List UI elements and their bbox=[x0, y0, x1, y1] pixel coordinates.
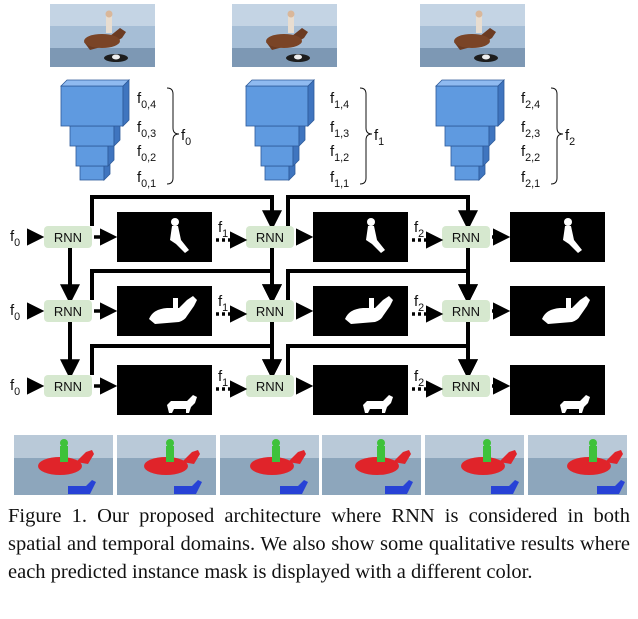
rnn-box bbox=[442, 375, 490, 397]
rnn-label: RNN bbox=[54, 379, 82, 394]
horse-mask bbox=[117, 286, 212, 336]
temporal-label: f1 bbox=[218, 368, 228, 389]
temporal-label: f1 bbox=[218, 293, 228, 314]
dog-mask bbox=[313, 365, 408, 415]
rnn-label: RNN bbox=[54, 304, 82, 319]
instance-frame bbox=[322, 435, 421, 495]
rnn-box bbox=[246, 300, 294, 322]
dog-mask bbox=[117, 365, 212, 415]
rnn-box bbox=[246, 375, 294, 397]
feedback-arrow bbox=[286, 195, 478, 231]
instance-frame bbox=[14, 435, 113, 495]
rnn-label: RNN bbox=[452, 304, 480, 319]
rider-mask bbox=[510, 212, 605, 262]
input-label: f0 bbox=[10, 302, 20, 323]
architecture-figure: f0,4 f0,3 f0,2 f0,1 f0 f1,4 f1,3 f1,2 f1,1 f1 f2,4… bbox=[10, 4, 627, 495]
temporal-label: f2 bbox=[414, 293, 424, 314]
rnn-box bbox=[442, 226, 490, 248]
rnn-label: RNN bbox=[256, 304, 284, 319]
cube-pyramid-icon bbox=[60, 79, 130, 181]
brace bbox=[550, 87, 564, 185]
rnn-label: RNN bbox=[54, 230, 82, 245]
group-label: f1 bbox=[374, 127, 384, 148]
instance-frame bbox=[528, 435, 627, 495]
feature-label: f0,4 bbox=[137, 90, 156, 111]
feature-label: f0,3 bbox=[137, 119, 156, 140]
cube-pyramid-icon bbox=[435, 79, 505, 181]
group-label: f2 bbox=[565, 127, 575, 148]
horse-rider-photo bbox=[50, 4, 155, 67]
rnn-label: RNN bbox=[256, 230, 284, 245]
figure-caption: Figure 1. Our proposed architecture wher… bbox=[8, 505, 630, 583]
input-label: f0 bbox=[10, 228, 20, 249]
feature-label: f2,3 bbox=[521, 119, 540, 140]
instance-frame bbox=[220, 435, 319, 495]
rnn-label: RNN bbox=[452, 379, 480, 394]
group-label: f0 bbox=[181, 127, 191, 148]
rnn-label: RNN bbox=[452, 230, 480, 245]
rider-mask bbox=[313, 212, 408, 262]
rider-mask bbox=[117, 212, 212, 262]
feature-label: f2,1 bbox=[521, 169, 540, 190]
feature-label: f1,3 bbox=[330, 119, 349, 140]
horse-rider-photo bbox=[232, 4, 337, 67]
feature-label: f0,2 bbox=[137, 143, 156, 164]
brace bbox=[166, 87, 180, 185]
feature-label: f1,1 bbox=[330, 169, 349, 190]
rnn-box bbox=[442, 300, 490, 322]
feature-label: f1,4 bbox=[330, 90, 349, 111]
feature-label: f0,1 bbox=[137, 169, 156, 190]
horse-rider-photo bbox=[420, 4, 525, 67]
horse-mask bbox=[510, 286, 605, 336]
temporal-label: f2 bbox=[414, 368, 424, 389]
input-label: f0 bbox=[10, 377, 20, 398]
rnn-box bbox=[44, 300, 92, 322]
instance-frame bbox=[425, 435, 524, 495]
rnn-box bbox=[44, 226, 92, 248]
instance-frame bbox=[117, 435, 216, 495]
rnn-label: RNN bbox=[256, 379, 284, 394]
brace bbox=[359, 87, 373, 185]
feature-label: f1,2 bbox=[330, 143, 349, 164]
temporal-label: f2 bbox=[414, 219, 424, 240]
feature-label: f2,4 bbox=[521, 90, 540, 111]
horse-mask bbox=[313, 286, 408, 336]
feedback-arrow bbox=[90, 195, 282, 231]
feature-label: f2,2 bbox=[521, 143, 540, 164]
cube-pyramid-icon bbox=[245, 79, 315, 181]
dog-mask bbox=[510, 365, 605, 415]
rnn-box bbox=[44, 375, 92, 397]
temporal-label: f1 bbox=[218, 219, 228, 240]
rnn-box bbox=[246, 226, 294, 248]
